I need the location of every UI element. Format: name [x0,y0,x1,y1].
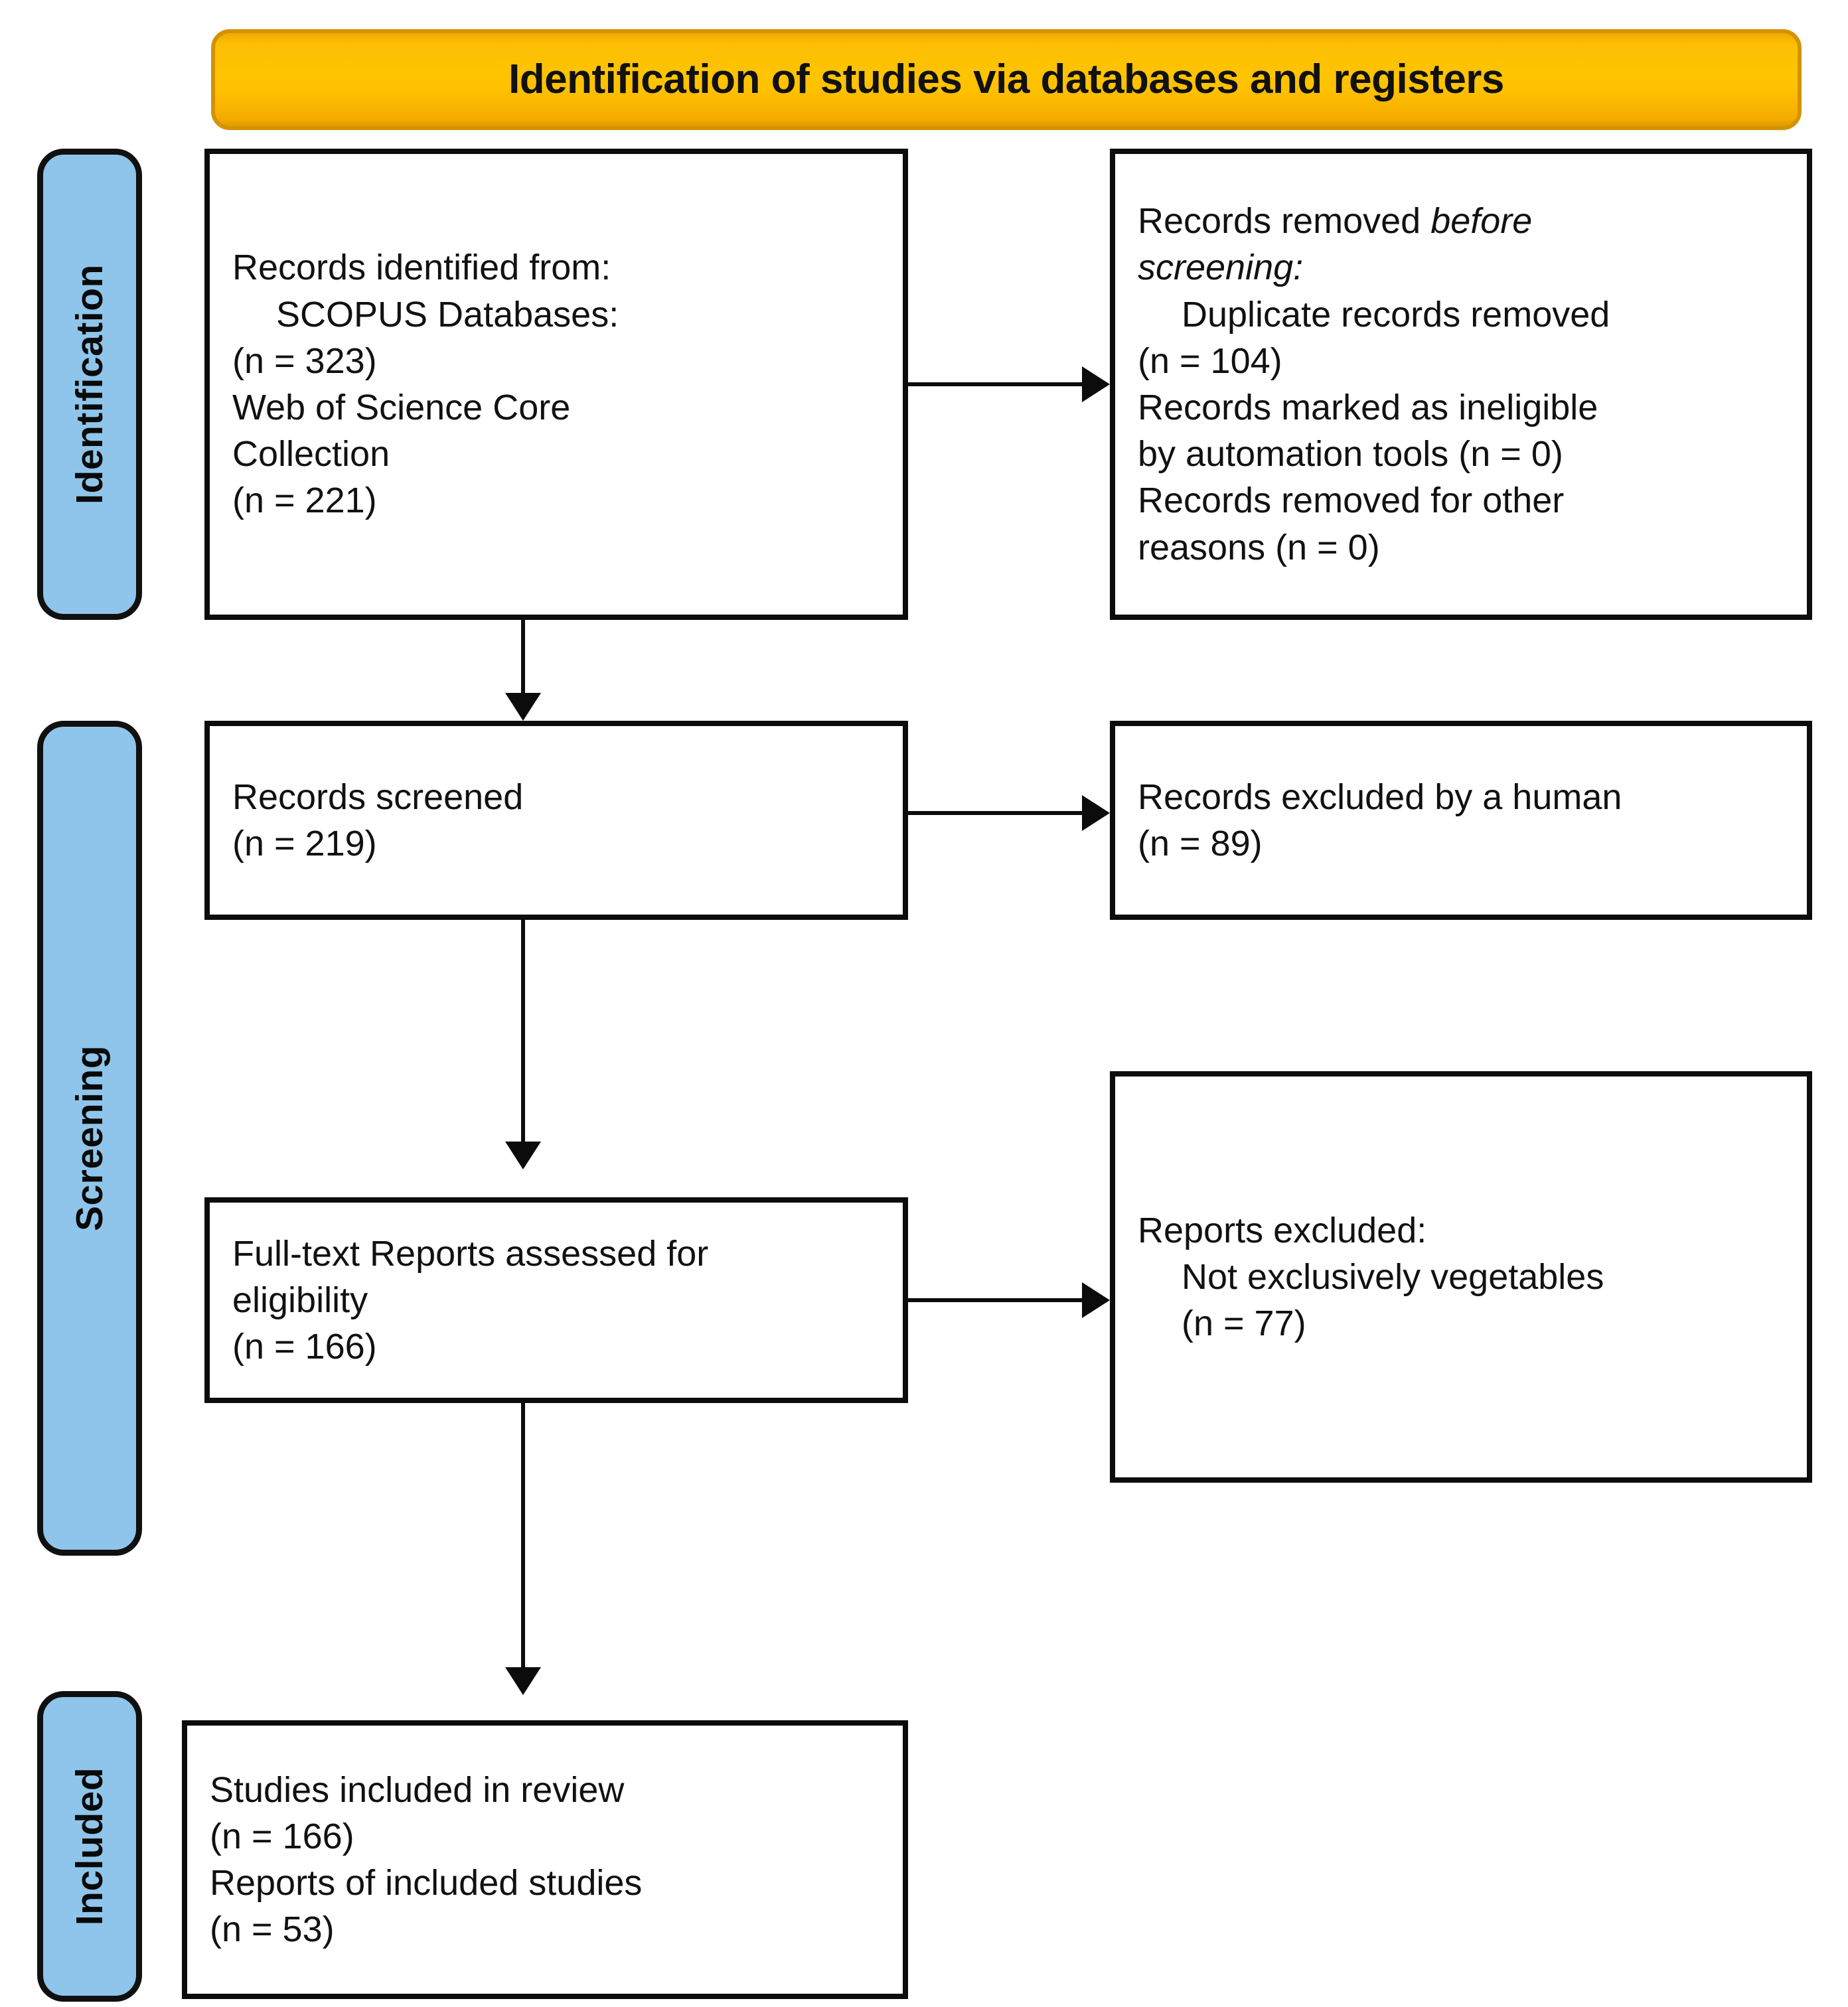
stage-bar-screening: Screening [37,721,142,1556]
box-records-screened: Records screened (n = 219) [204,721,908,920]
arrow-line [908,811,1082,815]
box-reports-excluded: Reports excluded: Not exclusively vegetab… [1110,1071,1812,1483]
box-records-identified-text: Records identified from: SCOPUS Databases… [210,244,903,524]
box-text-line: (n = 166) [232,1327,377,1367]
box-text-line: (n = 104) [1138,340,1282,381]
box-records-excluded-by-human-text: Records excluded by a human (n = 89) [1115,774,1807,867]
box-text-line: Records removed for other [1138,481,1565,521]
box-studies-included-text: Studies included in review (n = 166) Repor… [187,1767,903,1953]
box-text-line: eligibility [232,1280,368,1320]
box-text-line: Records identified from: [232,248,611,288]
box-text-line: (n = 219) [232,824,377,863]
arrow-line [908,382,1082,386]
stage-label-identification: Identification [68,264,112,504]
box-text-line: Records excluded by a human [1138,777,1622,817]
arrow-line [908,1298,1082,1302]
box-text-line: Studies included in review [210,1769,625,1810]
arrowhead-right-icon [1082,366,1110,402]
box-records-removed-text: Records removed before screening: Duplicat… [1115,198,1807,571]
stage-label-screening: Screening [68,1045,111,1232]
box-fulltext-reports-assessed-text: Full-text Reports assessed for eligibilit… [210,1230,903,1371]
box-text-line: by automation tools (n = 0) [1138,434,1563,475]
box-text-line: Records removed before [1138,201,1533,242]
box-text-line: (n = 166) [210,1816,354,1856]
box-text-line: (n = 221) [232,481,377,521]
header-title: Identification of studies via databases … [508,56,1504,103]
box-text-line: Web of Science Core [232,388,571,427]
arrowhead-right-icon [1082,1282,1110,1318]
arrowhead-down-icon [505,1667,541,1695]
box-records-removed-before-screening: Records removed before screening: Duplicat… [1110,149,1812,620]
box-text-line: Not exclusively vegetables [1182,1256,1604,1297]
box-fulltext-reports-assessed: Full-text Reports assessed for eligibilit… [204,1197,908,1403]
box-text-line: Duplicate records removed [1182,294,1610,334]
header-banner: Identification of studies via databases … [211,29,1802,130]
arrow-line [521,1403,525,1669]
box-text-line: (n = 89) [1138,824,1263,863]
box-records-excluded-by-human: Records excluded by a human (n = 89) [1110,721,1812,920]
box-studies-included-in-review: Studies included in review (n = 166) Repor… [182,1720,908,1999]
arrowhead-down-icon [505,693,541,721]
box-text-line: Reports excluded: [1138,1210,1427,1250]
box-text-line: screening: [1138,248,1304,288]
box-text-line: Reports of included studies [210,1863,643,1903]
box-text-line: Collection [232,434,390,475]
box-text-line: Full-text Reports assessed for [232,1233,709,1274]
box-text-line: Records screened [232,777,524,817]
arrowhead-down-icon [505,1142,541,1169]
arrow-line [521,620,525,694]
stage-bar-identification: Identification [37,149,142,620]
box-text-line: reasons (n = 0) [1138,527,1380,567]
box-reports-excluded-text: Reports excluded: Not exclusively vegetab… [1115,1207,1807,1347]
box-text-line: (n = 53) [210,1909,335,1950]
box-text-line: Records marked as ineligible [1138,388,1598,427]
box-text-line: (n = 77) [1182,1303,1306,1344]
box-text-line: (n = 323) [232,340,377,381]
stage-bar-included: Included [37,1691,142,2002]
arrowhead-right-icon [1082,795,1110,831]
box-records-identified: Records identified from: SCOPUS Databases… [204,149,908,620]
box-text-line: SCOPUS Databases: [276,294,619,334]
arrow-line [521,920,525,1143]
box-records-screened-text: Records screened (n = 219) [210,774,903,867]
stage-label-included: Included [68,1767,112,1926]
